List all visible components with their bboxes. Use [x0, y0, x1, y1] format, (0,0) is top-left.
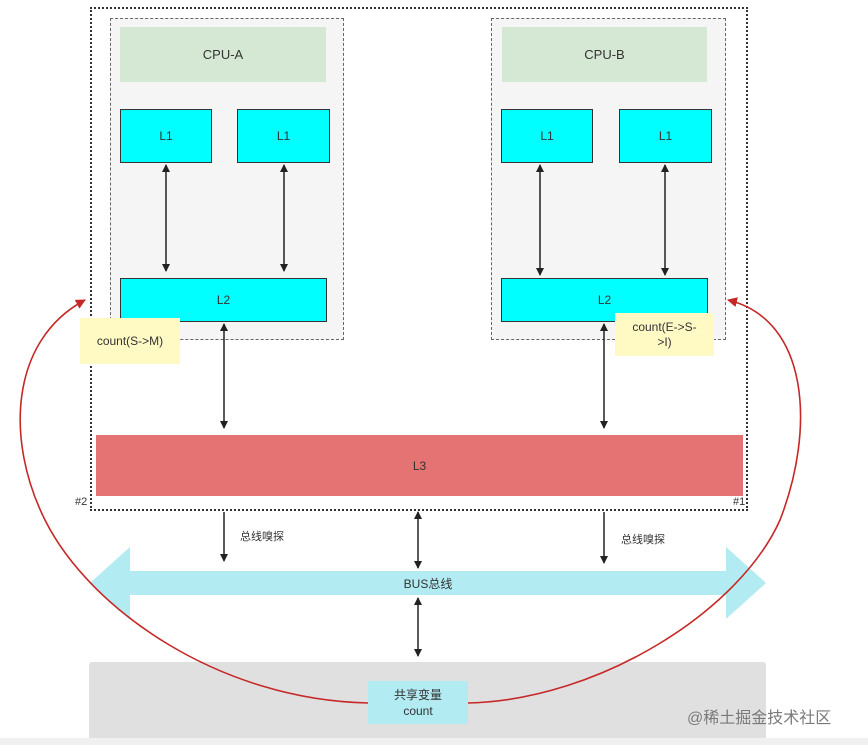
shared-variable-count: 共享变量 count — [368, 681, 468, 724]
cpu-a-l1-left: L1 — [120, 109, 212, 163]
cpu-b-state-note-line1: count(E->S- — [632, 319, 697, 334]
cpu-b-state-note: count(E->S- >I) — [615, 313, 714, 356]
l3-cache: L3 — [96, 435, 743, 496]
step-marker-1: #1 — [733, 496, 746, 508]
bottom-strip — [0, 738, 868, 745]
cpu-b-header: CPU-B — [502, 27, 707, 82]
bus-snoop-label-right: 总线嗅探 — [621, 534, 665, 546]
bus-snoop-label-left: 总线嗅探 — [240, 531, 284, 543]
shared-variable-label: 共享变量 — [393, 687, 442, 702]
bus-label: BUS总线 — [403, 577, 453, 591]
cpu-a-header: CPU-A — [120, 27, 326, 82]
shared-variable-name: count — [403, 703, 433, 718]
cpu-a-l2: L2 — [120, 278, 327, 322]
watermark: @稀土掘金技术社区 — [687, 710, 832, 727]
cpu-b-l1-right: L1 — [619, 109, 712, 163]
cpu-package-boundary — [90, 7, 748, 511]
step-marker-2: #2 — [75, 496, 88, 508]
cpu-b-l1-left: L1 — [501, 109, 593, 163]
cpu-b-state-note-line2: >I) — [657, 334, 672, 349]
cpu-a-state-note: count(S->M) — [80, 318, 180, 364]
cpu-a-l1-right: L1 — [237, 109, 330, 163]
